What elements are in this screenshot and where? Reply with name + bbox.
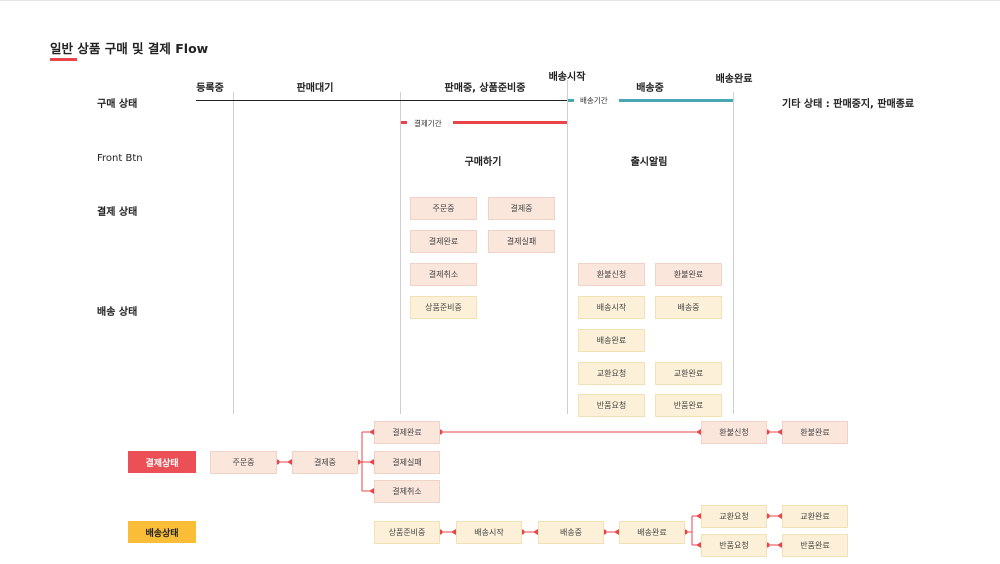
stage-selling: 판매중, 상품준비중	[444, 83, 526, 94]
row-front-btn: Front Btn	[97, 153, 143, 164]
top-divider	[0, 0, 1000, 1]
stage-ship-start: 배송시작	[548, 72, 586, 83]
shipping-box-return-request: 반품요청	[578, 394, 645, 417]
flow-box-return-done: 반품완료	[782, 534, 848, 557]
payment-box-paying: 결제중	[488, 197, 555, 220]
row-shipping-status: 배송 상태	[97, 307, 138, 318]
divider-delivered	[733, 92, 734, 414]
shipping-box-shipping: 배송중	[655, 296, 722, 319]
flow-box-return-request: 반품요청	[701, 534, 767, 557]
flow-box-payment-failed: 결제실패	[374, 451, 440, 474]
shipping-period-bar-start	[568, 99, 574, 102]
payment-period-label: 결제기간	[414, 119, 442, 128]
flow-box-exchange-done: 교환완료	[782, 505, 848, 528]
flow-box-ordering: 주문중	[210, 451, 277, 474]
flow-box-paid: 결제완료	[374, 421, 440, 444]
divider-selling	[400, 92, 401, 414]
flow-box-ship-start: 배송시작	[456, 521, 522, 544]
shipping-period-label: 배송기간	[580, 96, 608, 105]
payment-box-cancelled: 결제취소	[410, 263, 477, 286]
shipping-box-refund-done: 환불완료	[655, 263, 722, 286]
shipping-box-preparing: 상품준비중	[410, 296, 477, 319]
payment-period-bar-start	[401, 121, 407, 124]
payment-box-ordering: 주문중	[410, 197, 477, 220]
stage-shipping: 배송중	[636, 83, 664, 94]
flow-box-delivered: 배송완료	[619, 521, 685, 544]
divider-ship-start	[567, 80, 568, 414]
flow-box-refund-done: 환불완료	[782, 421, 848, 444]
shipping-period-bar	[619, 99, 733, 102]
front-btn-release-alert: 출시알림	[630, 157, 668, 168]
stage-registered: 등록중	[196, 83, 224, 94]
divider-registered	[233, 92, 234, 414]
payment-box-paid: 결제완료	[410, 230, 477, 253]
flow-box-exchange-request: 교환요청	[701, 505, 767, 528]
shipping-box-exchange-done: 교환완료	[655, 362, 722, 385]
shipping-box-delivered: 배송완료	[578, 329, 645, 352]
flow-box-paying: 결제중	[292, 451, 358, 474]
front-btn-buy: 구매하기	[464, 157, 502, 168]
shipping-box-return-done: 반품완료	[655, 394, 722, 417]
shipping-box-exchange-request: 교환요청	[578, 362, 645, 385]
flow-box-shipping: 배송중	[538, 521, 604, 544]
shipping-box-refund-request: 환불신청	[578, 263, 645, 286]
flow-box-payment-cancelled: 결제취소	[374, 480, 440, 503]
legend-payment-status: 결제상태	[128, 451, 196, 473]
legend-shipping-status: 배송상태	[128, 521, 196, 543]
other-status: 기타 상태 : 판매중지, 판매종료	[782, 99, 915, 110]
shipping-box-ship-start: 배송시작	[578, 296, 645, 319]
row-purchase-status: 구매 상태	[97, 99, 138, 110]
flow-box-refund-request: 환불신청	[701, 421, 767, 444]
page-title: 일반 상품 구매 및 결제 Flow	[50, 41, 209, 56]
payment-period-bar	[453, 121, 567, 124]
row-payment-status: 결제 상태	[97, 207, 138, 218]
payment-box-failed: 결제실패	[488, 230, 555, 253]
stage-delivered: 배송완료	[715, 74, 753, 85]
flow-box-preparing: 상품준비중	[374, 521, 440, 544]
stage-waiting: 판매대기	[296, 83, 334, 94]
purchase-timeline	[196, 100, 567, 101]
title-underline	[50, 58, 77, 61]
